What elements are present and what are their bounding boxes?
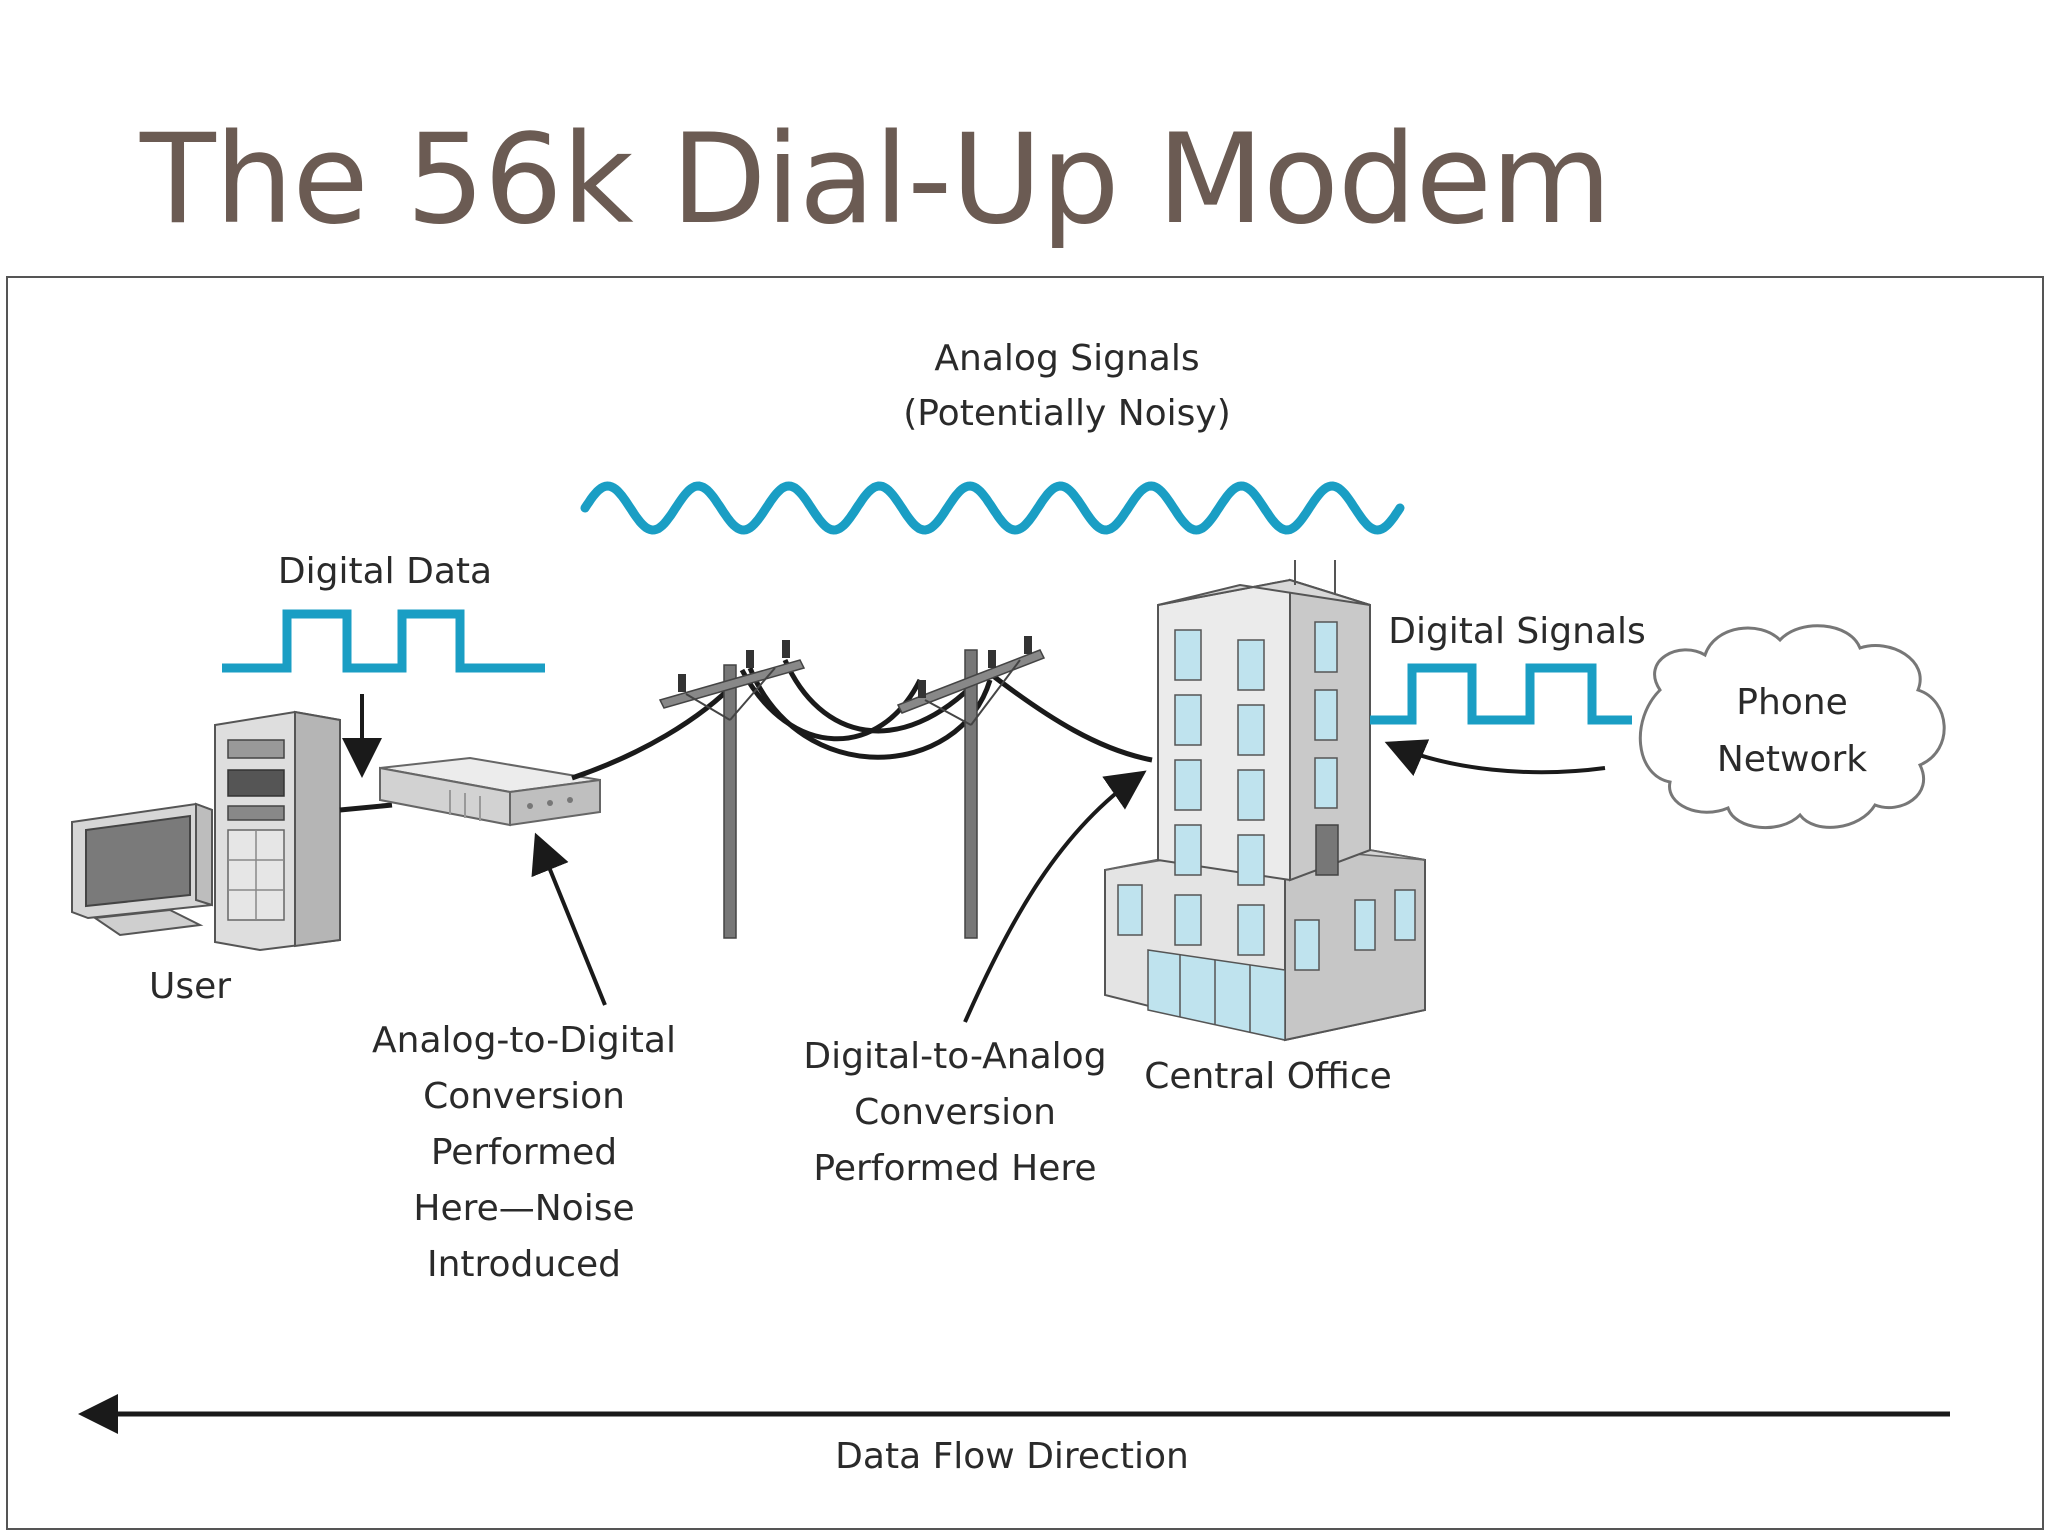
cloud-label-line1: Phone <box>1736 682 1848 723</box>
data-flow-label: Data Flow Direction <box>835 1436 1189 1477</box>
svg-text:Performed Here: Performed Here <box>813 1148 1096 1189</box>
adc-label: Analog-to-Digital Conversion Performed H… <box>372 1020 676 1285</box>
user-label: User <box>149 966 231 1007</box>
telephone-pole-icon <box>658 640 806 939</box>
cloud-label-line2: Network <box>1717 739 1867 780</box>
digital-signals-label: Digital Signals <box>1388 611 1646 652</box>
cloud-icon <box>1638 624 1946 830</box>
svg-text:Conversion: Conversion <box>854 1092 1056 1133</box>
telephone-wires <box>571 658 1153 781</box>
computer-icon <box>71 710 341 952</box>
analog-wave <box>580 481 1405 535</box>
digital-signals-wave <box>1370 663 1632 725</box>
central-office-label: Central Office <box>1144 1056 1392 1097</box>
adc-arrow <box>531 832 607 1006</box>
slide-title: The 56k Dial-Up Modem <box>140 108 1612 252</box>
telephone-pole-icon <box>896 636 1046 939</box>
computer-modem-cable <box>339 802 393 813</box>
network-to-office-arrow <box>1384 739 1606 777</box>
analog-signals-sublabel: (Potentially Noisy) <box>903 393 1231 434</box>
digital-data-wave <box>222 609 545 673</box>
dac-arrow <box>963 770 1147 1023</box>
svg-text:Analog-to-Digital: Analog-to-Digital <box>372 1020 676 1061</box>
modem-icon <box>379 756 601 827</box>
analog-signals-label: Analog Signals <box>934 338 1199 379</box>
digital-data-label: Digital Data <box>278 551 492 592</box>
svg-text:Performed: Performed <box>431 1132 617 1173</box>
svg-text:Conversion: Conversion <box>423 1076 625 1117</box>
svg-text:Here—Noise: Here—Noise <box>413 1188 634 1229</box>
dac-label: Digital-to-Analog Conversion Performed H… <box>803 1036 1106 1189</box>
svg-text:Introduced: Introduced <box>427 1244 621 1285</box>
svg-text:Digital-to-Analog: Digital-to-Analog <box>803 1036 1106 1077</box>
building-icon <box>1104 560 1426 1042</box>
